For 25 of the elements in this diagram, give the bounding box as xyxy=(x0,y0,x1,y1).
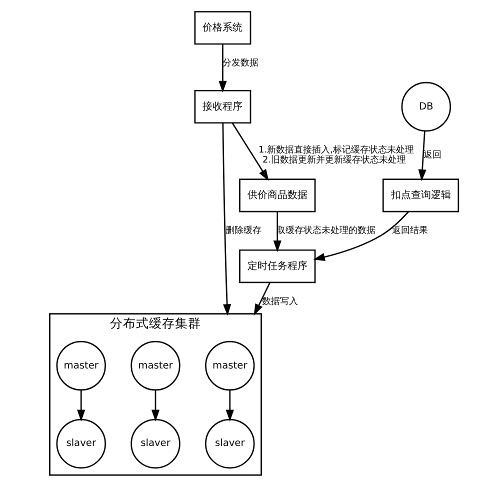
arrow xyxy=(225,390,234,422)
node-circle: master xyxy=(130,340,180,391)
node-box: 扣点查询逻辑 xyxy=(382,178,459,212)
edge-label: 数据写入 xyxy=(262,296,298,307)
node-circle: slaver xyxy=(204,418,254,469)
arrow xyxy=(312,211,408,261)
arrow xyxy=(76,390,85,422)
node-circle: master xyxy=(56,340,106,391)
node-circle: master xyxy=(204,340,254,391)
arrow xyxy=(231,122,268,181)
node-circle: slaver xyxy=(130,418,180,469)
arrow xyxy=(150,390,160,422)
arrow xyxy=(253,282,270,316)
node-box: 定时任务程序 xyxy=(238,249,316,284)
node-box: 接收程序 xyxy=(194,90,251,124)
node-circle: DB xyxy=(400,82,451,132)
arrow xyxy=(222,123,231,316)
edge-label: 1.新数据直接插入,标记缓存状态未处理 2.旧数据更新并更新缓存状态未处理 xyxy=(258,145,414,166)
node-box: 供价商品数据 xyxy=(238,178,316,212)
edge-label: 返回 xyxy=(422,150,441,160)
arrow xyxy=(418,130,426,182)
edge-label: 删除缓存 xyxy=(224,226,261,236)
node-circle: slaver xyxy=(56,418,106,469)
edge-label: 返回结果 xyxy=(392,226,428,236)
node-box: 价格系统 xyxy=(194,11,251,45)
